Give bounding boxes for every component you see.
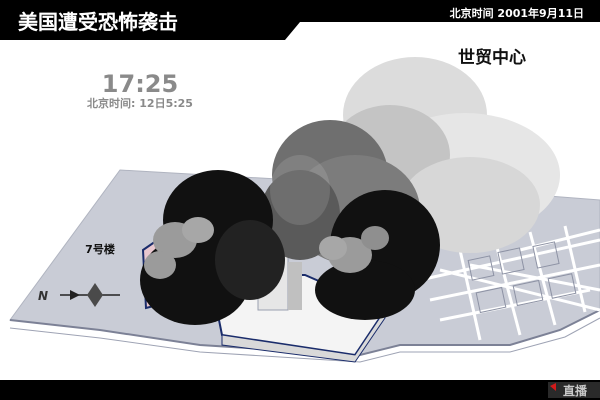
compass: N xyxy=(38,283,120,307)
smoke-puff-left-2 xyxy=(144,251,176,279)
footer-brand-box xyxy=(548,382,600,398)
timestamp-block: 17:25 北京时间: 12日5:25 xyxy=(87,70,193,110)
smoke-highlight xyxy=(270,155,330,225)
header-background xyxy=(0,0,600,40)
shoreline-inner xyxy=(9,317,600,363)
city-blocks xyxy=(467,241,577,314)
compass-north-label: N xyxy=(38,289,48,303)
time-display: 17:25 xyxy=(102,70,178,98)
smoke-dark-right-base xyxy=(315,260,415,320)
smoke-puff-right-2 xyxy=(319,236,347,260)
footer-brand: 直播 xyxy=(563,383,588,398)
smoke-dark-left-mid xyxy=(215,220,285,300)
smoke-plumes xyxy=(140,57,560,325)
compass-star xyxy=(87,283,103,307)
header-title: 美国遭受恐怖袭击 xyxy=(18,10,178,34)
header-bar: 美国遭受恐怖袭击 北京时间 2001年9月11日 xyxy=(0,0,600,40)
beijing-time-line: 北京时间: 12日5:25 xyxy=(87,96,193,110)
smoke-puff-right-3 xyxy=(361,226,389,250)
shoreline xyxy=(9,309,600,357)
header-date: 北京时间 2001年9月11日 xyxy=(450,6,584,20)
smoke-puff-left-3 xyxy=(182,217,214,243)
building-7-label: 7号楼 xyxy=(85,242,115,256)
wtc-plaza-side xyxy=(221,308,386,363)
footer-bar: 直播 xyxy=(0,380,600,400)
footer-brand-mark xyxy=(550,383,556,391)
footer-background xyxy=(0,380,600,400)
compass-tail xyxy=(70,290,80,300)
tower-stub-side xyxy=(288,262,302,310)
smoke-mid-3 xyxy=(260,170,340,260)
wtc-label: 世贸中心 xyxy=(458,47,526,68)
street-grid xyxy=(419,225,600,341)
